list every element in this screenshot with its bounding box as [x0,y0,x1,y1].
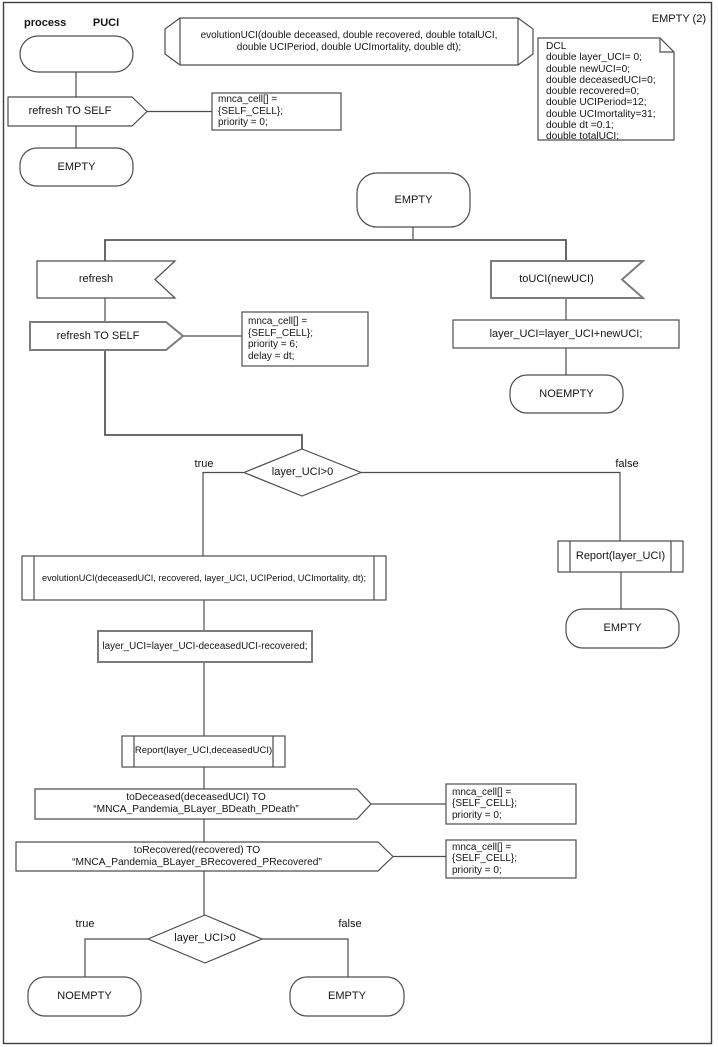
output-torecovered-symbol[interactable] [15,841,394,872]
comment-box[interactable] [241,311,369,367]
false-connector [262,938,349,977]
task-subtract-symbol[interactable] [97,630,313,663]
task-add-newuci-symbol[interactable] [452,319,680,349]
output-refresh-to-self2-symbol[interactable] [29,321,185,351]
output-refresh-to-self-symbol[interactable] [7,96,148,127]
call-evolutionuci-symbol[interactable] [21,555,387,601]
call-report-deceased-symbol[interactable] [121,735,286,768]
start-state-symbol[interactable] [19,35,134,73]
procedure-declaration-symbol[interactable] [164,17,534,66]
input-refresh-symbol[interactable] [36,260,177,299]
connector [104,350,303,449]
input-touci-symbol[interactable] [490,260,646,299]
call-report-layer-symbol[interactable] [557,540,684,573]
state-empty-symbol[interactable] [19,147,134,187]
branch-connector [104,239,567,261]
decision1-symbol[interactable] [242,448,363,497]
decision2-symbol[interactable] [146,914,264,964]
comment-box[interactable] [445,839,577,879]
dcl-note-symbol[interactable] [537,37,675,141]
output-todeceased-symbol[interactable] [34,788,372,820]
true-connector [84,938,148,977]
dcl-note-fold-icon [659,38,674,53]
state-noempty-right-symbol[interactable] [509,374,624,414]
state-empty-bottom-symbol[interactable] [289,976,405,1017]
state-noempty-bottom-symbol[interactable] [27,976,142,1017]
false-connector [361,471,621,541]
true-connector [202,471,244,556]
comment-box[interactable] [445,783,577,825]
comment-box[interactable] [211,92,342,131]
state-empty-main-symbol[interactable] [356,172,471,228]
state-empty-right-symbol[interactable] [565,608,680,649]
